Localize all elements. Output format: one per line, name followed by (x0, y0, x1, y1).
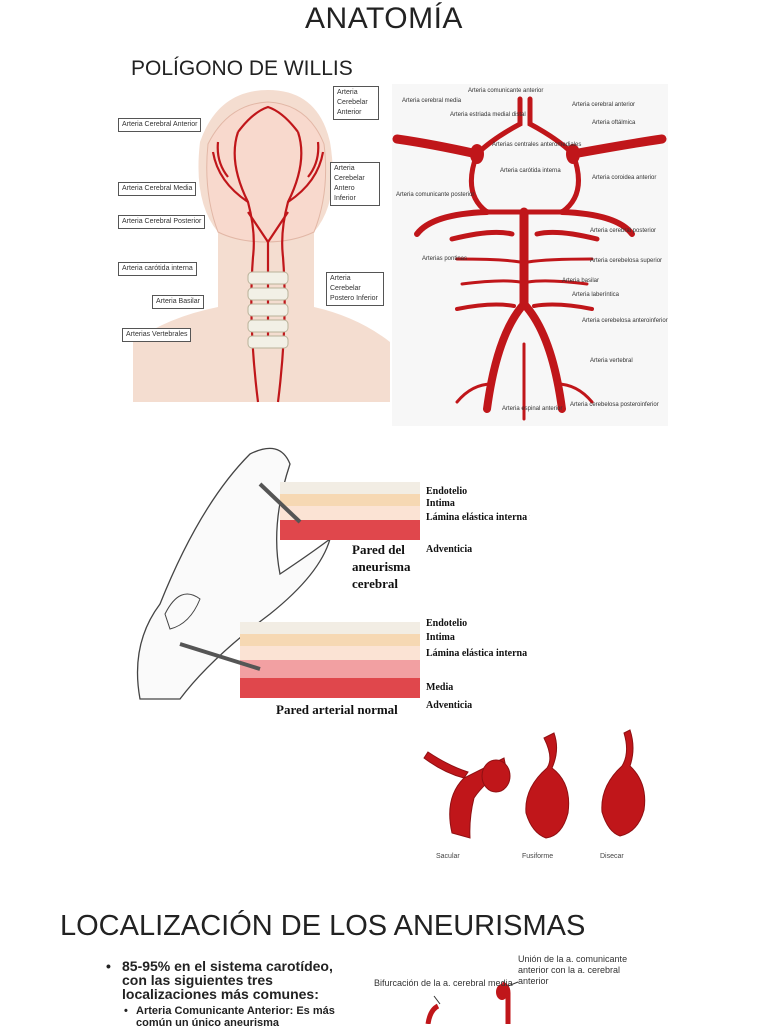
aneurysm-layer-intima: Intima (426, 498, 455, 509)
label-oftalmica: Arteria oftálmica (592, 120, 636, 126)
normal-layer-media: Media (426, 682, 453, 693)
label-arteria-cerebelar-antero-inferior: Arteria Cerebelar Antero Inferior (330, 162, 380, 206)
localization-title: LOCALIZACIÓN DE LOS ANEURISMAS (60, 910, 586, 942)
normal-layer-endotelio: Endotelio (426, 618, 467, 629)
circle-of-willis-diagram: Arteria cerebral media Arteria estriada … (392, 88, 668, 421)
normal-wall-caption: Pared arterial normal (276, 702, 398, 717)
label-bifurcacion-cerebral-media: Bifurcación de la a. cerebral media (374, 978, 513, 988)
bullet-item: 85-95% en el sistema carotídeo, con las … (104, 959, 354, 1029)
label-union-comunicante-anterior: Unión de la a. comunicante anterior con … (518, 954, 628, 984)
sub-bullets: Arteria Comunicante Anterior: Es más com… (122, 1005, 354, 1029)
sub-bullet-item: Arteria Comunicante Anterior: Es más com… (122, 1005, 354, 1029)
localization-figure: Bifurcación de la a. cerebral media Unió… (368, 948, 658, 1024)
label-arteria-cerebral-posterior: Arteria Cerebral Posterior (118, 215, 206, 229)
label-laberintica: Arteria laberíntica (572, 292, 620, 298)
aneurysm-wall-layers (280, 482, 420, 540)
normal-wall-layers (240, 622, 420, 698)
vessel-wall-diagram: Endotelio Intima Lámina elástica interna… (136, 447, 585, 717)
label-disecar: Disecar (600, 853, 624, 860)
normal-layer-intima: Intima (426, 632, 455, 643)
aneurysm-types-illustration: Sacular Fusiforme Disecar (423, 729, 646, 860)
label-cerebelosa-superior: Arteria cerebelosa superior (590, 258, 662, 264)
label-arteria-carotida-interna: Arteria carótida interna (118, 262, 197, 276)
aneurysm-layer-lamina: Lámina elástica interna fragmentada (426, 512, 530, 523)
label-cerebral-posterior: Arteria cerebral posterior (590, 228, 656, 234)
aneurysm-caption-3: cerebral (352, 576, 398, 591)
aneurysm-types-figure: Sacular Fusiforme Disecar (404, 728, 652, 864)
label-arteria-cerebelar-anterior: Arteria Cerebelar Anterior (333, 86, 379, 120)
label-cerebelosa-anteroinferior: Arteria cerebelosa anteroinferior (582, 318, 668, 324)
label-comunicante-posterior: Arteria comunicante posterior (396, 192, 474, 198)
localization-bullets: 85-95% en el sistema carotídeo, con las … (104, 959, 354, 1029)
label-arteria-cerebral-media: Arteria cerebral media (402, 98, 462, 104)
label-arteria-estriada: Arteria estriada medial distal (450, 112, 526, 118)
label-comunicante-anterior: Arteria comunicante anterior (468, 88, 543, 94)
bullet-text: 85-95% en el sistema carotídeo, con las … (122, 958, 333, 1002)
label-arteria-cerebral-media: Arteria Cerebral Media (118, 182, 197, 196)
label-centrales-anteromediales: Arterias centrales anteromediales (492, 142, 581, 148)
label-sacular: Sacular (436, 853, 460, 860)
willis-head-figure: Arteria Cerebral Anterior Arteria Cerebr… (118, 82, 394, 404)
normal-layer-adventicia: Adventicia (426, 700, 472, 711)
aneurysm-caption-2: aneurisma (352, 559, 411, 574)
label-espinal-anterior: Arteria espinal anterior (502, 406, 562, 412)
label-cerebelosa-posteroinferior: Arteria cerebelosa posteroinferior (570, 402, 659, 408)
label-basilar: Arteria basilar (562, 278, 599, 284)
label-arteria-basilar: Arteria Basilar (152, 295, 204, 309)
label-coroidea-anterior: Arteria coroidea anterior (592, 175, 656, 181)
circle-of-willis-figure: Arteria cerebral media Arteria estriada … (392, 84, 668, 426)
localization-illustration: Bifurcación de la a. cerebral media Unió… (374, 954, 628, 1024)
label-vertebral: Arteria vertebral (590, 358, 633, 364)
label-arteria-cerebral-anterior: Arteria Cerebral Anterior (118, 118, 202, 132)
label-pontinas: Arterias pontinas (422, 256, 467, 262)
label-fusiforme: Fusiforme (522, 853, 553, 860)
label-carotida-interna: Arteria carótida interna (500, 168, 561, 174)
label-arteria-cerebelar-postero-inferior: Arteria Cerebelar Postero Inferior (326, 272, 384, 306)
normal-layer-lamina: Lámina elástica interna (426, 648, 527, 659)
page-title: ANATOMÍA (305, 2, 463, 35)
aneurysm-layer-endotelio: Endotelio (426, 486, 467, 497)
aneurysm-caption-1: Pared del (352, 542, 405, 557)
aneurysm-layer-adventicia: Adventicia (426, 544, 472, 555)
head-illustration (133, 90, 390, 403)
label-arterias-vertebrales: Arterias Vertebrales (122, 328, 192, 342)
section-subtitle: POLÍGONO DE WILLIS (131, 57, 353, 80)
vessel-wall-figure: Endotelio Intima Lámina elástica interna… (120, 444, 585, 720)
label-cerebral-anterior: Arteria cerebral anterior (572, 102, 635, 108)
